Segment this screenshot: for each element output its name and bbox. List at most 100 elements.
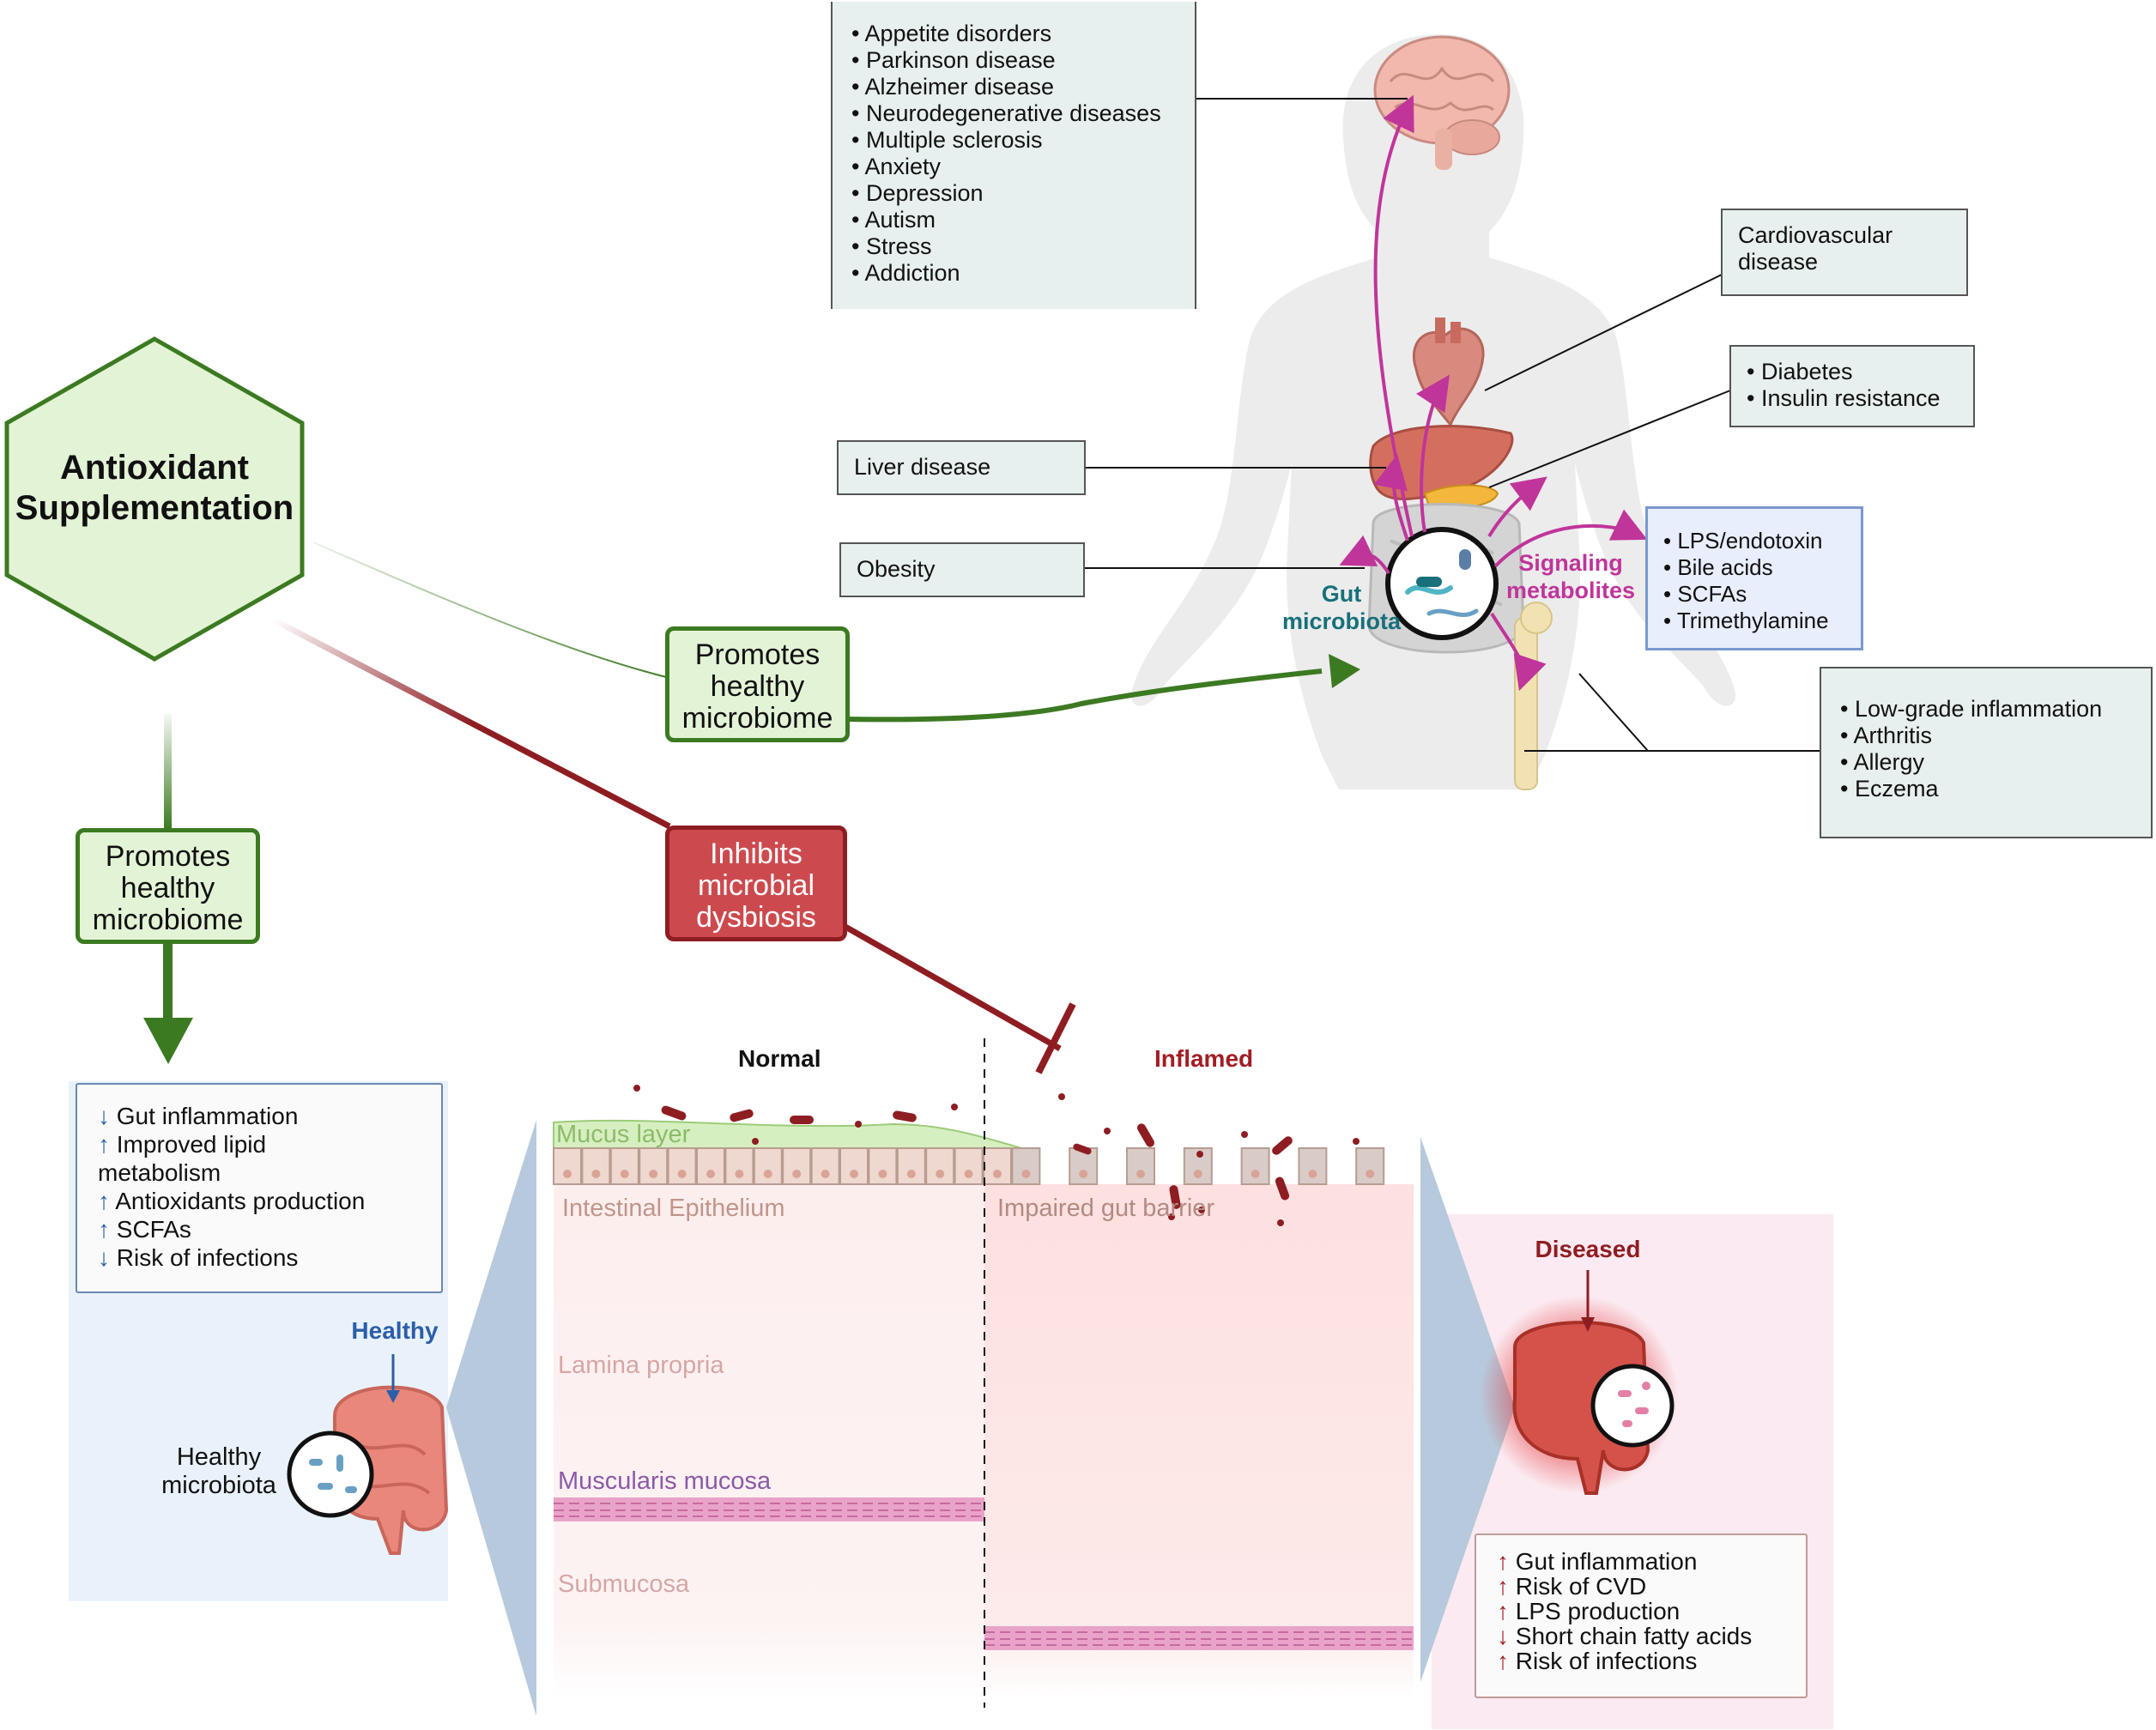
diseased-effect-item: ↑ Gut inflammation (1497, 1549, 1785, 1574)
diseased-label: Diseased (1535, 1236, 1641, 1262)
muscularis-mucosa-label: Muscularis mucosa (558, 1467, 772, 1495)
healthy-effect-item: ↓ Gut inflammation (98, 1102, 421, 1130)
inflammation-list: Low-grade inflammationArthritisAllergyEc… (1840, 696, 2132, 802)
effect-text: Gut inflammation (1515, 1548, 1698, 1575)
healthy-effect-item: metabolism (98, 1158, 421, 1187)
diseased-effect-item: ↓ Short chain fatty acids (1497, 1624, 1785, 1648)
neuro-disorder-item: Alzheimer disease (851, 74, 1176, 100)
effect-text: Gut inflammation (116, 1103, 299, 1129)
epithelial-cell (782, 1147, 812, 1185)
trend-arrow-icon: ↑ (98, 1188, 116, 1214)
promotes-center-line3: microbiome (681, 702, 833, 735)
zoom-wedge-left (446, 1120, 536, 1716)
diabetes-item: Insulin resistance (1747, 385, 1958, 412)
green-arrowhead-down (143, 1018, 193, 1064)
mucus-layer-label: Mucus layer (556, 1121, 691, 1148)
effect-text: metabolism (98, 1159, 221, 1186)
cell-nucleus (1021, 1170, 1031, 1178)
obesity-box: Obesity (839, 542, 1085, 597)
neuro-disorder-item: Addiction (851, 260, 1176, 287)
effect-text: Risk of CVD (1515, 1573, 1647, 1600)
diseased-effect-item: ↑ LPS production (1497, 1599, 1785, 1624)
promotes-center-line1: Promotes (694, 638, 821, 671)
neuro-disorders-box: Appetite disordersParkinson diseaseAlzhe… (831, 2, 1196, 309)
healthy-microbiota-label: Healthy microbiota (150, 1443, 288, 1500)
cell-nucleus (792, 1170, 802, 1178)
red-inhibition-line-upper (271, 616, 671, 830)
green-arrowhead-body (1329, 654, 1360, 688)
cell-nucleus (620, 1170, 629, 1178)
neuro-disorder-item: Parkinson disease (851, 47, 1176, 74)
trend-arrow-icon: ↑ (98, 1131, 117, 1158)
promotes-healthy-box-left: Promotes healthy microbiome (76, 828, 260, 944)
effect-text: Short chain fatty acids (1515, 1623, 1753, 1649)
diabetes-list: DiabetesInsulin resistance (1747, 359, 1958, 412)
healthy-colon-icon (287, 1385, 449, 1555)
signaling-label-line2: metabolites (1506, 578, 1636, 603)
inflammation-item: Arthritis (1840, 723, 2132, 749)
epithelial-cell (724, 1147, 754, 1185)
promotes-healthy-box-center: Promotes healthy microbiome (665, 626, 850, 742)
metabolites-box: LPS/endotoxinBile acidsSCFAsTrimethylami… (1645, 506, 1863, 650)
effect-text: Improved lipid (116, 1131, 267, 1158)
metabolite-item: LPS/endotoxin (1663, 528, 1845, 554)
promotes-left-line1: Promotes (105, 840, 231, 873)
cell-nucleus (1251, 1170, 1260, 1178)
cell-nucleus (1193, 1170, 1202, 1178)
inflammation-box: Low-grade inflammationArthritisAllergyEc… (1820, 667, 2153, 838)
tissue-normal-bg (554, 1184, 984, 1699)
bacteria-particles (633, 1085, 1360, 1226)
muscularis-texture (554, 1503, 984, 1517)
neuro-disorder-item: Neurodegenerative diseases (851, 100, 1176, 127)
epithelial-cell (954, 1147, 984, 1185)
cardiovascular-box: Cardiovascular disease (1721, 209, 1968, 296)
epithelial-cell (1298, 1147, 1328, 1185)
diseased-colon-icon (1481, 1296, 1678, 1495)
signaling-arrows (1339, 94, 1648, 692)
cell-nucleus (964, 1170, 973, 1178)
neuro-disorder-item: Anxiety (851, 154, 1176, 180)
neuro-disorder-item: Depression (851, 180, 1176, 207)
epithelial-cell (868, 1147, 898, 1185)
neuro-disorder-item: Multiple sclerosis (851, 127, 1176, 154)
inflamed-label: Inflamed (1154, 1045, 1254, 1072)
neuro-disorder-item: Autism (851, 207, 1176, 233)
inhibits-dysbiosis-box: Inhibits microbial dysbiosis (665, 826, 847, 941)
cell-nucleus (850, 1170, 858, 1178)
epithelial-cell (609, 1147, 639, 1185)
healthy-effect-item: ↑ SCFAs (98, 1215, 421, 1243)
obesity-text: Obesity (857, 556, 936, 582)
epithelium-label: Intestinal Epithelium (562, 1195, 785, 1222)
green-vertical-line-top (164, 714, 172, 830)
cell-nucleus (591, 1170, 601, 1178)
impaired-barrier-label: Impaired gut barrier (997, 1195, 1215, 1222)
inflammation-item: Allergy (1840, 749, 2132, 776)
diabetes-box: DiabetesInsulin resistance (1729, 345, 1975, 427)
epithelial-cell (810, 1147, 840, 1185)
cell-nucleus (993, 1170, 1002, 1178)
inflammation-item: Low-grade inflammation (1840, 696, 2132, 723)
cell-nucleus (649, 1170, 658, 1178)
cell-nucleus (735, 1170, 744, 1178)
metabolite-item: SCFAs (1663, 581, 1845, 608)
diseased-arrowhead (1581, 1317, 1595, 1332)
inhibits-line3: dysbiosis (696, 901, 816, 934)
trend-arrow-icon: ↑ (1497, 1573, 1516, 1600)
liver-disease-text: Liver disease (854, 454, 991, 480)
mucus-layer (553, 1119, 1022, 1149)
cell-nucleus (763, 1170, 772, 1178)
healthy-microbiota-line1: Healthy (176, 1443, 262, 1471)
epithelial-cell (839, 1147, 869, 1185)
trend-arrow-icon: ↓ (98, 1103, 117, 1129)
cardio-line2: disease (1738, 249, 1819, 275)
trend-arrow-icon: ↓ (1497, 1623, 1516, 1649)
antioxidant-line2: Supplementation (15, 489, 294, 527)
epithelial-cell (983, 1147, 1012, 1185)
epithelial-cell (1240, 1147, 1270, 1185)
inflammation-item: Eczema (1840, 776, 2132, 802)
cell-nucleus (878, 1170, 887, 1178)
effect-text: Antioxidants production (115, 1188, 366, 1214)
red-inhibition-bar (1035, 1002, 1076, 1074)
zoom-wedge-right (1420, 1137, 1515, 1682)
